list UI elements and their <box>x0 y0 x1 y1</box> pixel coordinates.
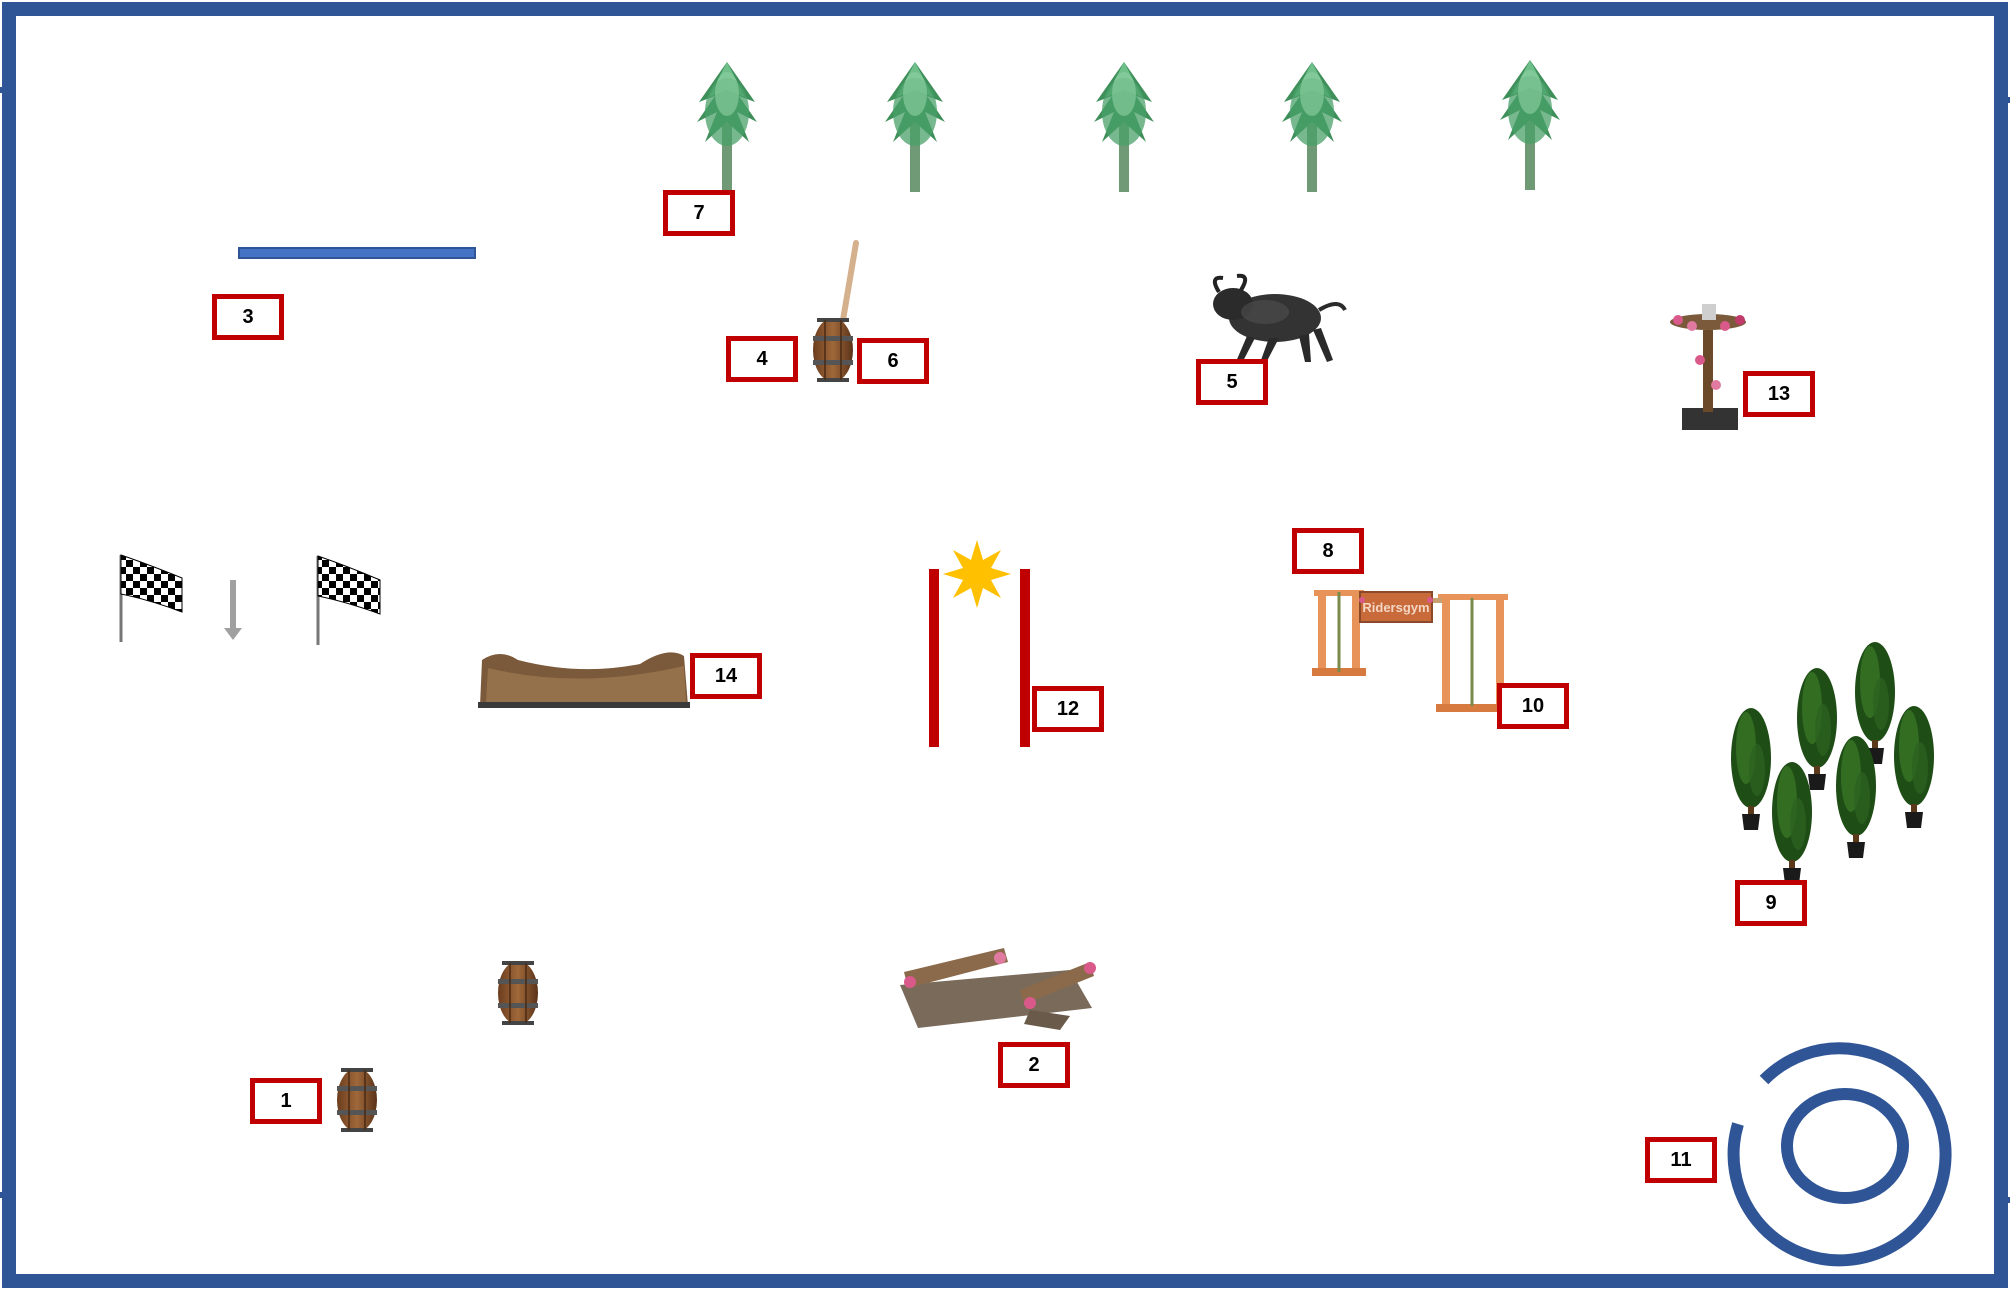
star-icon <box>943 540 1011 608</box>
barrel-icon <box>498 961 538 1025</box>
topiary-tree-icon <box>1772 762 1812 884</box>
marker-10-number: 10 <box>1522 695 1544 718</box>
vertical-pole-left <box>929 569 939 747</box>
topiary-tree-icon <box>1836 736 1876 858</box>
barrel-icon <box>337 1068 377 1132</box>
marker-13[interactable]: 13 <box>1743 371 1815 417</box>
marker-7[interactable]: 7 <box>663 190 735 236</box>
palm-tree-icon <box>697 62 757 192</box>
woodpile-icon <box>478 652 690 708</box>
marker-5-number: 5 <box>1226 371 1237 394</box>
marker-3-number: 3 <box>242 306 253 329</box>
barrel-with-pole-icon <box>813 243 856 382</box>
bull-icon <box>1213 276 1345 365</box>
marker-6-number: 6 <box>887 350 898 373</box>
bridge-icon <box>900 948 1096 1030</box>
marker-3[interactable]: 3 <box>212 294 284 340</box>
checkered-flag-icon <box>121 555 182 642</box>
marker-11[interactable]: 11 <box>1645 1137 1717 1183</box>
palm-tree-icon <box>1282 62 1342 192</box>
checkered-flag-icon <box>318 556 380 645</box>
marker-1-number: 1 <box>280 1090 291 1113</box>
marker-12-number: 12 <box>1057 698 1079 721</box>
marker-9[interactable]: 9 <box>1735 880 1807 926</box>
marker-12[interactable]: 12 <box>1032 686 1104 732</box>
marker-7-number: 7 <box>693 202 704 225</box>
gate-sign-text: Ridersgym <box>1362 600 1429 615</box>
circle-track-icon <box>1734 1048 1946 1260</box>
palm-tree-icon <box>885 62 945 192</box>
marker-2[interactable]: 2 <box>998 1042 1070 1088</box>
palm-tree-icon <box>1094 62 1154 192</box>
marker-4-number: 4 <box>756 348 767 371</box>
marker-2-number: 2 <box>1028 1054 1039 1077</box>
marker-14-number: 14 <box>715 665 737 688</box>
marker-11-number: 11 <box>1670 1149 1691 1172</box>
marker-8[interactable]: 8 <box>1292 528 1364 574</box>
marker-6[interactable]: 6 <box>857 338 929 384</box>
ground-pole <box>239 248 475 258</box>
marker-5[interactable]: 5 <box>1196 359 1268 405</box>
down-arrow-icon <box>224 580 242 640</box>
vertical-pole-right <box>1020 569 1030 747</box>
marker-8-number: 8 <box>1322 540 1333 563</box>
topiary-tree-icon <box>1731 708 1771 830</box>
marker-4[interactable]: 4 <box>726 336 798 382</box>
topiary-tree-icon <box>1894 706 1934 828</box>
palm-tree-icon <box>1500 60 1560 190</box>
flower-stand-icon <box>1670 304 1746 430</box>
marker-13-number: 13 <box>1768 383 1790 406</box>
marker-1[interactable]: 1 <box>250 1078 322 1124</box>
marker-10[interactable]: 10 <box>1497 683 1569 729</box>
marker-9-number: 9 <box>1765 892 1776 915</box>
marker-14[interactable]: 14 <box>690 653 762 699</box>
